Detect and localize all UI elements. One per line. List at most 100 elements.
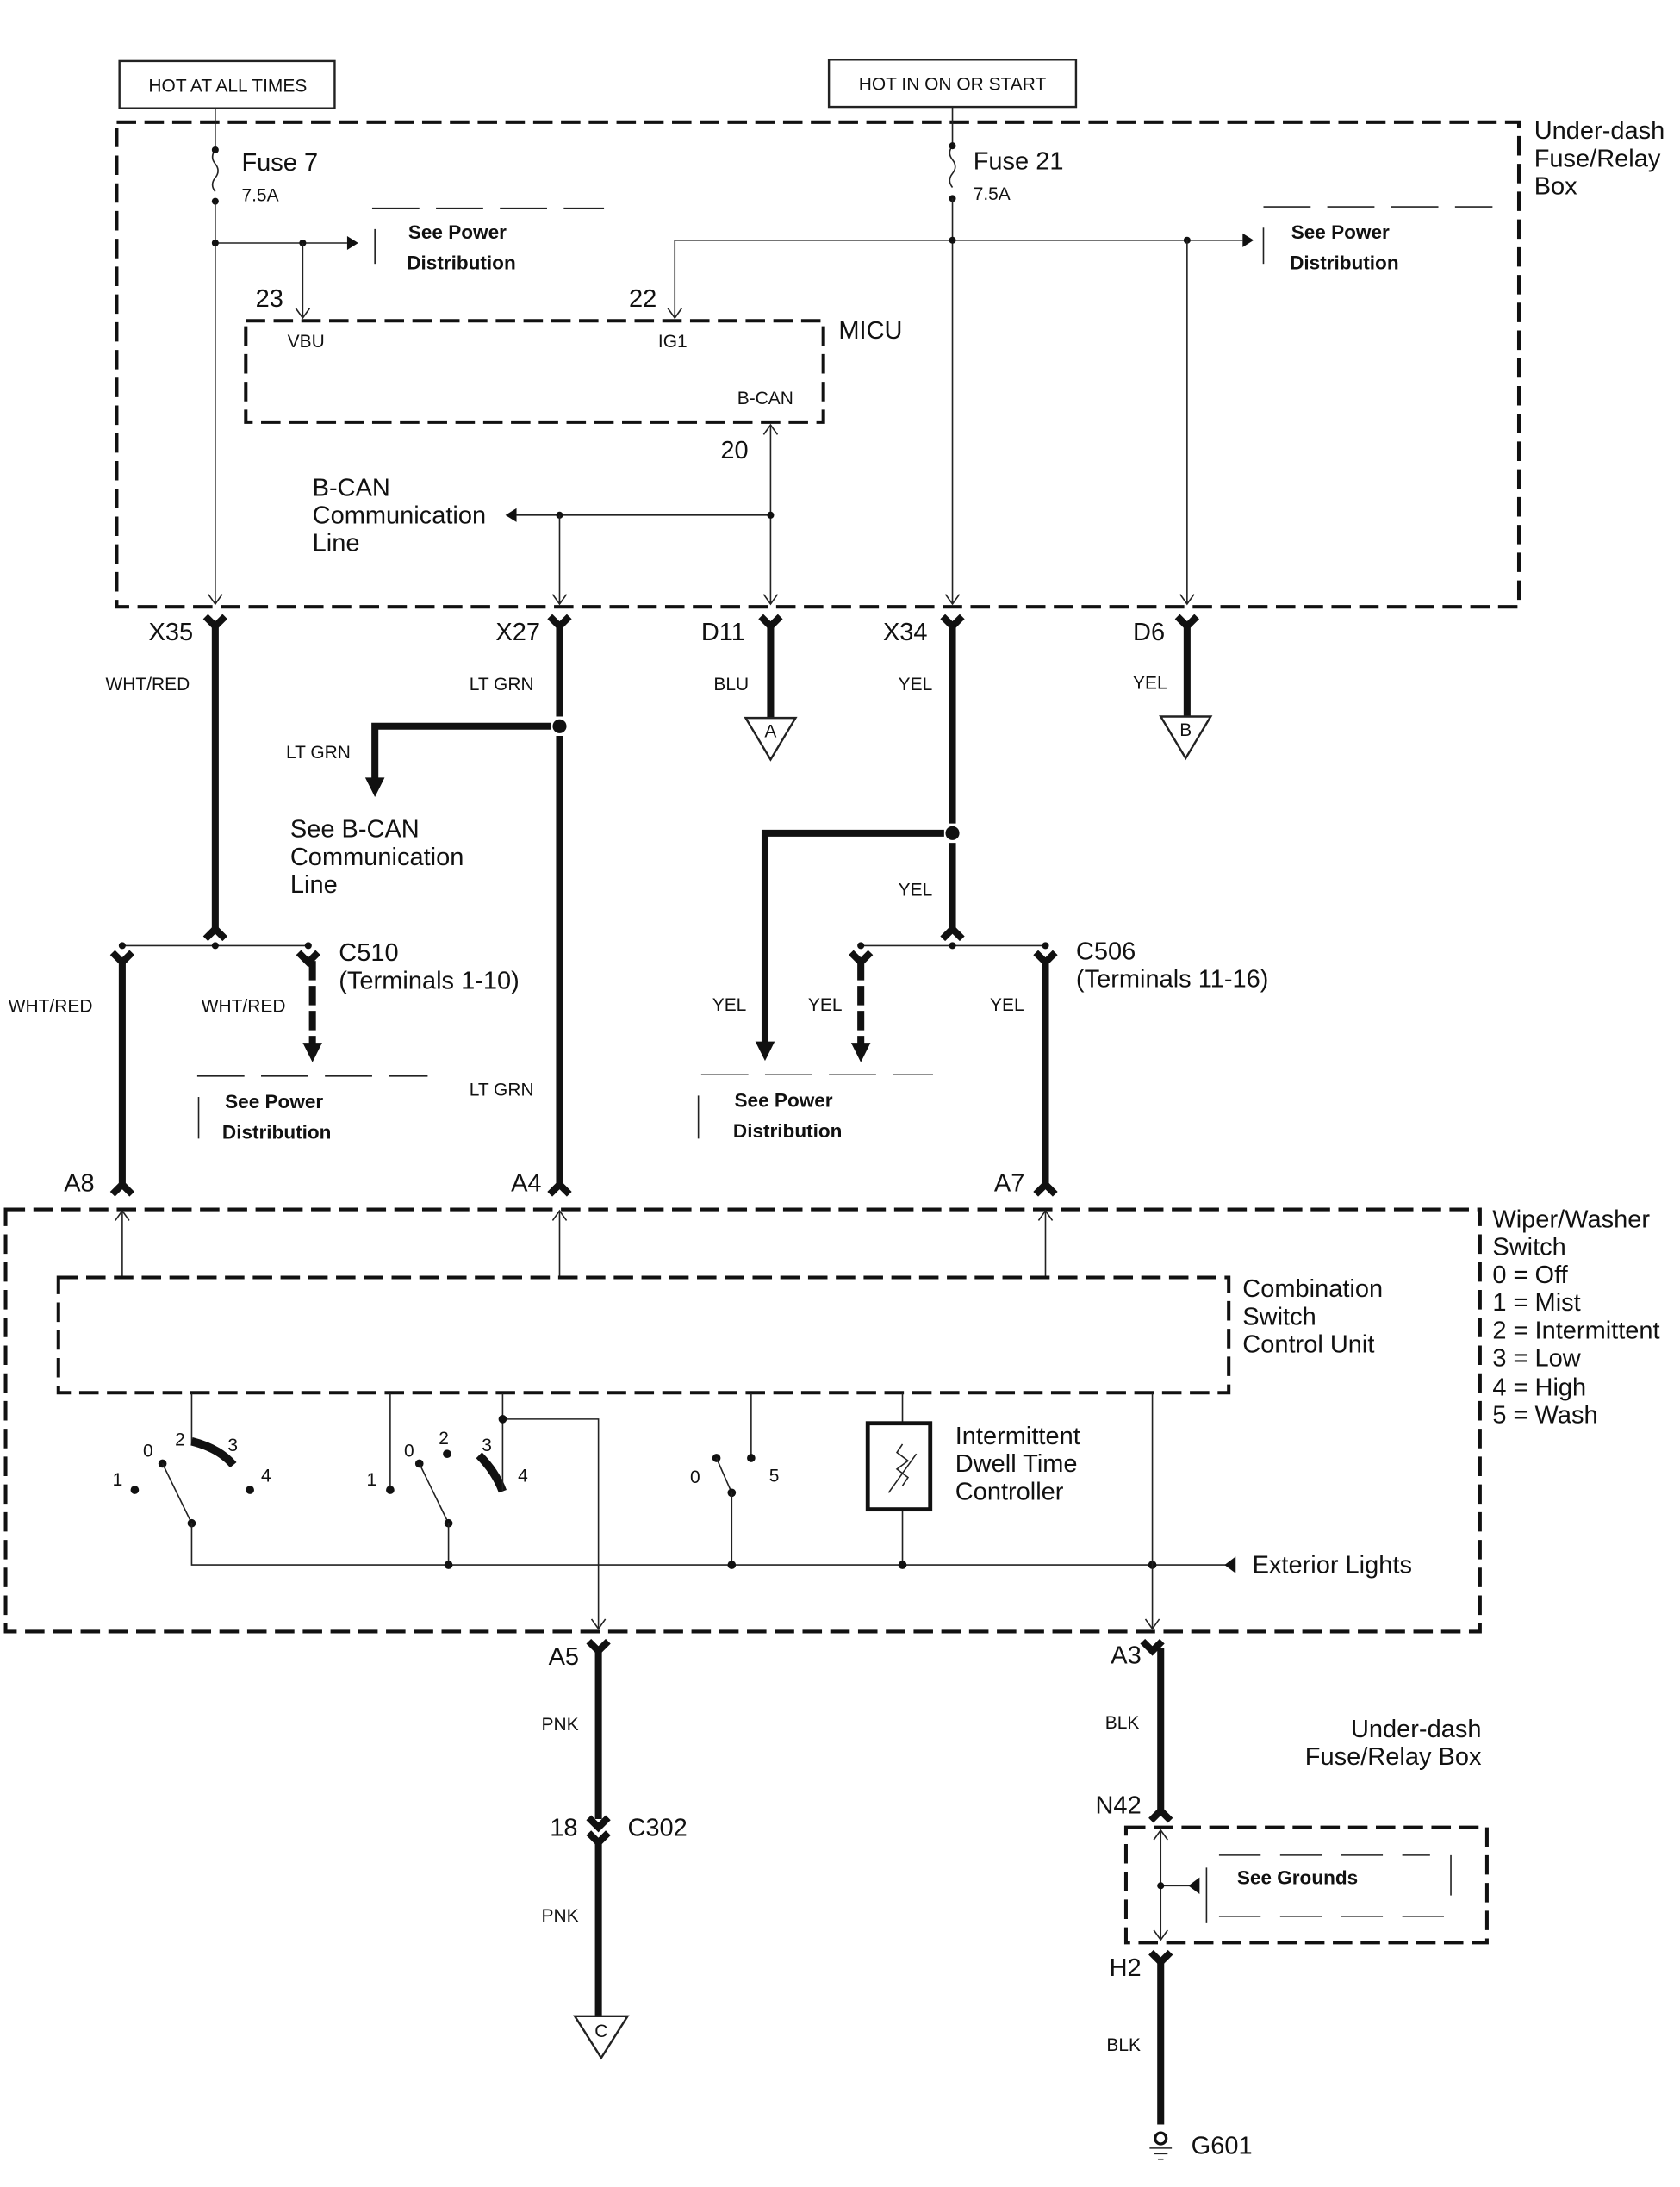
wiper-switch-2-icon: 0 2 3 1 4 — [367, 1393, 528, 1528]
hot-at-all-times-box: HOT AT ALL TIMES — [118, 59, 336, 109]
svg-text:1: 1 — [367, 1470, 377, 1490]
connector-a7: A7 — [994, 1170, 1024, 1198]
svg-text:Controller: Controller — [955, 1478, 1064, 1505]
svg-text:Dwell Time: Dwell Time — [955, 1450, 1078, 1478]
svg-text:A3: A3 — [1111, 1642, 1141, 1669]
svg-text:YEL: YEL — [712, 995, 747, 1015]
arrow-icon — [505, 508, 517, 522]
connector-x27: X27 LT GRN LT GRN A4 — [470, 614, 572, 1198]
svg-text:YEL: YEL — [899, 880, 933, 900]
svg-text:3 = Low: 3 = Low — [1492, 1345, 1581, 1373]
svg-text:LT GRN: LT GRN — [470, 675, 534, 695]
micu-ig1: IG1 — [658, 332, 688, 352]
svg-text:WHT/RED: WHT/RED — [202, 997, 286, 1017]
svg-text:2: 2 — [439, 1429, 449, 1449]
lt-grn-branch-label: LT GRN — [286, 743, 351, 763]
svg-text:4 = High: 4 = High — [1492, 1374, 1586, 1401]
arrow-icon — [346, 235, 358, 251]
fuse-7-label: Fuse 7 — [241, 149, 318, 177]
combination-switch-control-unit — [56, 1275, 1231, 1395]
bcan-line-label-1: B-CAN — [313, 474, 390, 502]
c510-terminals: (Terminals 1-10) — [339, 967, 520, 994]
underdash-box-label-1: Under-dash — [1534, 117, 1665, 145]
fuse-7-rating: 7.5A — [241, 186, 278, 206]
see-grounds-link[interactable]: See Grounds — [1205, 1854, 1452, 1923]
arrow-icon — [1188, 1877, 1200, 1894]
svg-text:Control Unit: Control Unit — [1242, 1331, 1374, 1359]
svg-text:Combination: Combination — [1242, 1275, 1383, 1303]
svg-text:See Grounds: See Grounds — [1237, 1867, 1358, 1889]
svg-text:LT GRN: LT GRN — [470, 1080, 534, 1100]
micu-vbu: VBU — [288, 332, 325, 352]
svg-text:YEL: YEL — [1133, 673, 1167, 693]
washer-switch-icon: 0 5 — [690, 1393, 779, 1566]
exterior-lights-label[interactable]: Exterior Lights — [1253, 1552, 1412, 1580]
svg-text:BLK: BLK — [1106, 2035, 1141, 2055]
svg-text:YEL: YEL — [990, 995, 1024, 1015]
micu-box — [244, 319, 825, 424]
connector-c302: C302 — [627, 1814, 687, 1841]
micu-label: MICU — [838, 317, 902, 345]
connector-d6: B D6 YEL — [1133, 614, 1213, 761]
connector-x35: X35 WHT/RED — [106, 614, 227, 942]
micu-pin-22: 22 — [629, 285, 656, 313]
bcan-line-label-2: Communication — [313, 502, 486, 530]
ground-g601-icon — [1149, 2131, 1173, 2160]
svg-text:BLU: BLU — [713, 675, 749, 695]
svg-text:YEL: YEL — [899, 675, 933, 695]
micu-pin-23: 23 — [256, 285, 283, 313]
underdash-box-label-3: Box — [1534, 173, 1577, 201]
offpage-c-icon — [573, 2015, 630, 2060]
svg-text:See Power: See Power — [735, 1089, 833, 1111]
arrow-icon — [1224, 1556, 1236, 1573]
underdash-box-2-label-2: Fuse/Relay Box — [1305, 1743, 1482, 1771]
wiper-switch-title-2: Switch — [1492, 1234, 1565, 1262]
svg-text:Switch: Switch — [1242, 1303, 1316, 1330]
dwell-time-controller-icon — [865, 1421, 933, 1512]
svg-text:See Power: See Power — [408, 221, 507, 243]
svg-text:X34: X34 — [883, 619, 928, 646]
svg-text:Distribution: Distribution — [733, 1120, 843, 1142]
svg-text:WHT/RED: WHT/RED — [106, 675, 190, 695]
svg-text:5 = Wash: 5 = Wash — [1492, 1402, 1597, 1430]
wiper-washer-switch-outline — [3, 1207, 1482, 1634]
svg-text:3: 3 — [482, 1436, 492, 1455]
arrow-icon — [755, 1041, 775, 1062]
svg-text:Distribution: Distribution — [407, 252, 515, 274]
hot-at-all-times-label: HOT AT ALL TIMES — [148, 76, 307, 96]
connector-d11: A D11 BLU — [701, 614, 798, 762]
offpage-b-icon — [1159, 715, 1213, 761]
svg-text:18: 18 — [550, 1814, 577, 1841]
svg-text:2: 2 — [175, 1430, 185, 1449]
svg-text:4: 4 — [518, 1466, 528, 1486]
see-power-distribution-link-2[interactable]: See Power Distribution — [1262, 206, 1493, 274]
see-power-distribution-link-3[interactable]: See Power Distribution — [196, 1075, 428, 1143]
fuse-21-label: Fuse 21 — [974, 148, 1064, 176]
svg-text:See Power: See Power — [1291, 221, 1390, 243]
switch-position-legend: 0 = Off 1 = Mist 2 = Intermittent 3 = Lo… — [1492, 1262, 1659, 1430]
svg-text:YEL: YEL — [808, 995, 843, 1015]
svg-text:D11: D11 — [701, 619, 745, 646]
svg-text:A4: A4 — [511, 1170, 541, 1198]
connector-n42: N42 — [1096, 1792, 1142, 1820]
svg-text:A5: A5 — [549, 1643, 579, 1671]
bcan-line-label-3: Line — [313, 530, 360, 558]
wht-red-a8-label: WHT/RED — [9, 997, 93, 1017]
svg-text:Intermittent: Intermittent — [955, 1423, 1080, 1450]
see-power-distribution-link-4[interactable]: See Power Distribution — [697, 1074, 933, 1142]
connector-x34: X34 YEL YEL — [883, 614, 965, 942]
svg-text:See Power: See Power — [225, 1091, 323, 1112]
svg-text:H2: H2 — [1110, 1954, 1142, 1982]
svg-text:2 = Intermittent: 2 = Intermittent — [1492, 1317, 1659, 1344]
see-bcan-link[interactable]: See B-CAN Communication Line — [290, 816, 464, 899]
svg-text:C: C — [594, 2022, 607, 2041]
c510-label: C510 — [339, 939, 398, 967]
svg-text:BLK: BLK — [1105, 1713, 1140, 1733]
see-power-distribution-link-1[interactable]: See Power Distribution — [371, 207, 605, 274]
c506-terminals: (Terminals 11-16) — [1076, 966, 1268, 994]
ground-g601-label: G601 — [1192, 2132, 1253, 2159]
svg-text:X35: X35 — [149, 619, 194, 646]
fuse-21-rating: 7.5A — [974, 184, 1011, 204]
svg-text:PNK: PNK — [542, 1906, 579, 1926]
